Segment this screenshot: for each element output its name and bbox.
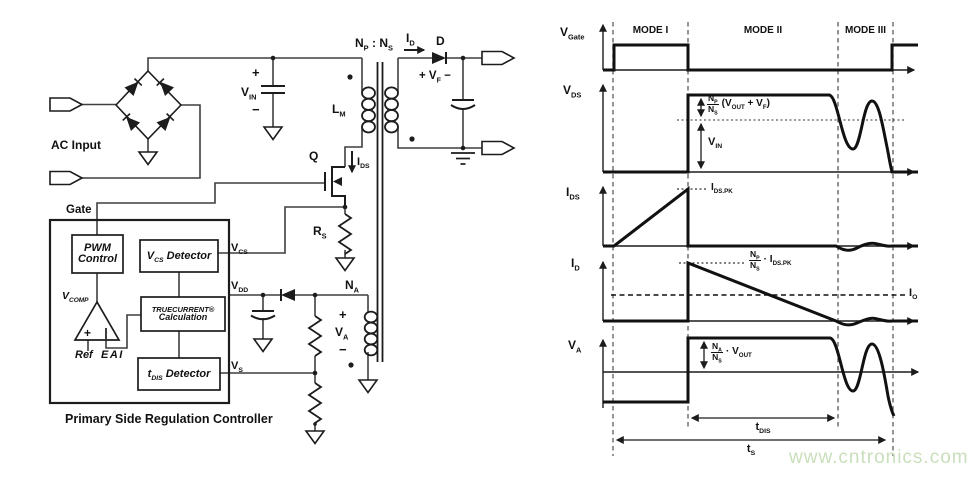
mosfet-q <box>324 166 346 208</box>
waveform-traces <box>603 43 918 417</box>
ids-trace <box>603 185 918 252</box>
vds-trace <box>603 93 918 174</box>
watermark: www.cntronics.com <box>789 447 969 468</box>
divider-resistor-bottom <box>307 382 323 424</box>
ground-symbols <box>137 126 379 445</box>
tdis-detector-text: tDIS Detector <box>147 367 211 382</box>
noninverting-plus: + <box>84 326 92 340</box>
controller-blocks <box>48 218 231 405</box>
id-label: ID <box>406 31 415 48</box>
junction-dots <box>260 55 466 426</box>
vs-pin-label: VS <box>231 360 243 375</box>
io-connectors <box>49 50 516 186</box>
pwm-box <box>71 234 124 274</box>
secondary-dot <box>409 136 415 142</box>
vdd-capacitor <box>250 310 276 321</box>
va-minus: − <box>339 342 347 357</box>
va-axis-label: VA <box>568 338 582 355</box>
idspk-annotation: IDS.PK <box>711 182 733 195</box>
truecurrent-text: TRUECURRENT® Calculation <box>151 304 215 323</box>
controller-outline <box>48 218 231 405</box>
mode2-label: MODE II <box>743 25 783 36</box>
annotation-arrows <box>615 97 887 444</box>
ids-label: IDS <box>357 156 370 171</box>
vgate-trace <box>603 43 918 72</box>
vin-annotation: VIN <box>708 136 723 151</box>
turns-ratio-label: NP : NS <box>355 36 393 53</box>
io-annotation: IO <box>909 287 918 302</box>
id-axis-label: ID <box>571 256 580 273</box>
mode3-label: MODE III <box>844 25 887 36</box>
na-label: NA <box>345 278 360 295</box>
q-label: Q <box>309 149 319 163</box>
va-label: VA <box>335 325 349 342</box>
d-label: D <box>436 34 445 48</box>
vcs-pin-label: VCS <box>231 242 248 257</box>
ref-label: Ref <box>75 349 93 361</box>
vds-axis-label: VDS <box>563 83 582 100</box>
error-amp <box>73 300 121 341</box>
aux-dot <box>348 362 354 368</box>
earth-ground <box>451 152 475 165</box>
vgate-axis-label: VGate <box>560 25 585 42</box>
resistor-rs <box>337 213 353 255</box>
ids-axis-label: IDS <box>566 185 580 202</box>
va-trace <box>603 336 896 417</box>
vin-label: VIN <box>241 85 257 102</box>
tdis-detector-box <box>137 357 221 391</box>
ts-annotation: tS <box>746 443 756 458</box>
circuit-wires <box>82 57 482 431</box>
primary-dot <box>347 74 353 80</box>
vcs-detector-text: VCS Detector <box>146 249 212 264</box>
bridge-rectifier <box>114 69 183 141</box>
output-capacitor <box>450 99 476 110</box>
vf-label: + VF − <box>419 70 451 85</box>
id-trace <box>603 260 918 327</box>
va-plus: + <box>339 307 347 322</box>
divider-resistor-top <box>307 315 323 357</box>
ac-input-label: AC Input <box>51 138 101 152</box>
tdis-annotation: tDIS <box>755 421 771 436</box>
vin-plus: + <box>252 65 260 80</box>
vin-capacitor <box>261 85 285 94</box>
vin-minus: − <box>252 102 260 117</box>
vcomp-label: VCOMP <box>62 290 89 305</box>
mode1-label: MODE I <box>632 25 669 36</box>
lm-label: LM <box>332 102 346 119</box>
transformer <box>347 62 415 368</box>
controller-caption: Primary Side Regulation Controller <box>65 412 273 426</box>
vcs-detector-box <box>139 239 219 273</box>
vdd-pin-label: VDD <box>231 280 249 295</box>
gate-label: Gate <box>66 204 92 216</box>
diode-d <box>432 52 447 64</box>
rs-label: RS <box>313 224 327 241</box>
truecurrent-box <box>140 296 226 332</box>
eai-label: EAI <box>101 349 124 361</box>
vdd-diode <box>280 289 295 301</box>
